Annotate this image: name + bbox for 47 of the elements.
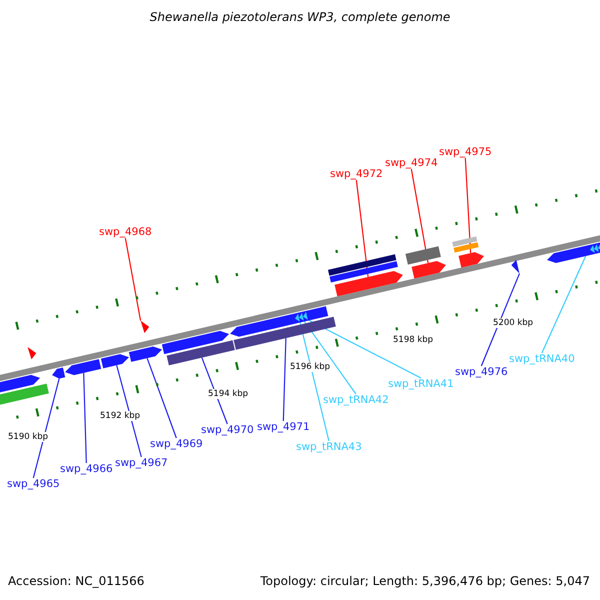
leader-line [124, 238, 142, 321]
gene-block [334, 270, 403, 296]
gene-block [458, 252, 484, 268]
gene-label: swp_tRNA42 [323, 394, 389, 406]
scale-label: 5198 kbp [393, 335, 434, 345]
gene-block [52, 367, 66, 379]
scale-label: 5192 kbp [100, 411, 140, 421]
gene-label: swp_4975 [439, 146, 492, 158]
gene-marker [295, 314, 300, 322]
gene-marker [140, 320, 150, 334]
gene-marker [511, 260, 520, 274]
leader-line [282, 338, 286, 422]
leader-line [308, 319, 422, 378]
gene-label: swp_4976 [455, 366, 508, 378]
gene-marker [303, 312, 308, 320]
gene-label: swp_4972 [330, 168, 383, 180]
gene-block [412, 260, 446, 278]
leader-line [146, 358, 177, 438]
gene-label: swp_4974 [385, 157, 438, 169]
gene-label: swp_4967 [115, 457, 168, 469]
gene-block [100, 354, 130, 368]
footer-text: Accession: NC_011566 [8, 575, 144, 587]
leader-line [303, 320, 356, 394]
leader-line [356, 180, 369, 277]
scale-label: 5200 kbp [493, 318, 534, 328]
scale-label: 5196 kbp [290, 362, 330, 372]
footer-text: Topology: circular; Length: 5,396,476 bp; Genes: 5,047 [260, 575, 590, 587]
leader-line [410, 168, 429, 264]
gene-label: swp_4966 [60, 463, 113, 475]
gene-label: swp_tRNA43 [296, 441, 362, 453]
gene-label: swp_tRNA40 [509, 353, 575, 365]
gene-block [128, 346, 162, 362]
scale-label: 5194 kbp [208, 389, 248, 399]
leader-line [116, 365, 142, 458]
gene-label: swp_4968 [99, 226, 152, 238]
gene-label: swp_4969 [150, 438, 203, 450]
gene-label: swp_4965 [7, 478, 60, 490]
title: Shewanella piezotolerans WP3, complete genome [150, 10, 450, 24]
gene-label: swp_4971 [257, 421, 310, 433]
leader-line [201, 358, 228, 424]
leader-line [480, 273, 520, 366]
feature-bar [166, 340, 235, 366]
gene-label: swp_4970 [201, 424, 254, 436]
feature-bar [234, 316, 336, 350]
gene-label: swp_tRNA41 [388, 378, 454, 390]
gene-marker [299, 312, 304, 321]
scale-label: 5190 kbp [8, 432, 48, 442]
